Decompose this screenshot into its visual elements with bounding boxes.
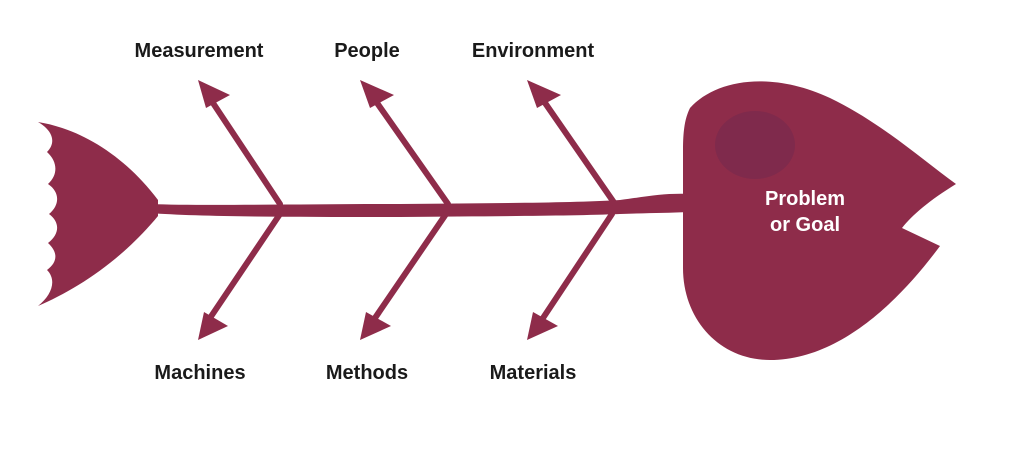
bone-measurement [208,97,283,207]
upper-bones [208,97,618,207]
label-measurement: Measurement [134,40,264,62]
arrowhead-machines [198,312,228,340]
bone-materials [540,211,615,321]
arrowhead-measurement [198,80,230,108]
bone-methods [372,211,449,321]
head-spot [715,111,795,179]
label-materials: Materials [489,362,577,384]
label-machines: Machines [154,362,246,384]
bone-environment [540,97,618,207]
fish-spine [150,193,690,217]
label-methods: Methods [325,362,409,384]
arrowhead-materials [527,312,558,340]
bone-machines [207,211,283,321]
arrowhead-environment [527,80,561,108]
bone-people [372,97,451,207]
label-people: People [334,40,400,62]
arrowhead-methods [360,312,391,340]
arrowhead-people [360,80,394,108]
fish-tail [38,122,158,306]
lower-bones [207,211,615,321]
head-label: Problem or Goal [765,186,845,238]
head-label-line1: Problem [764,188,846,210]
label-environment: Environment [471,40,595,62]
head-label-line2: or Goal [769,214,840,236]
